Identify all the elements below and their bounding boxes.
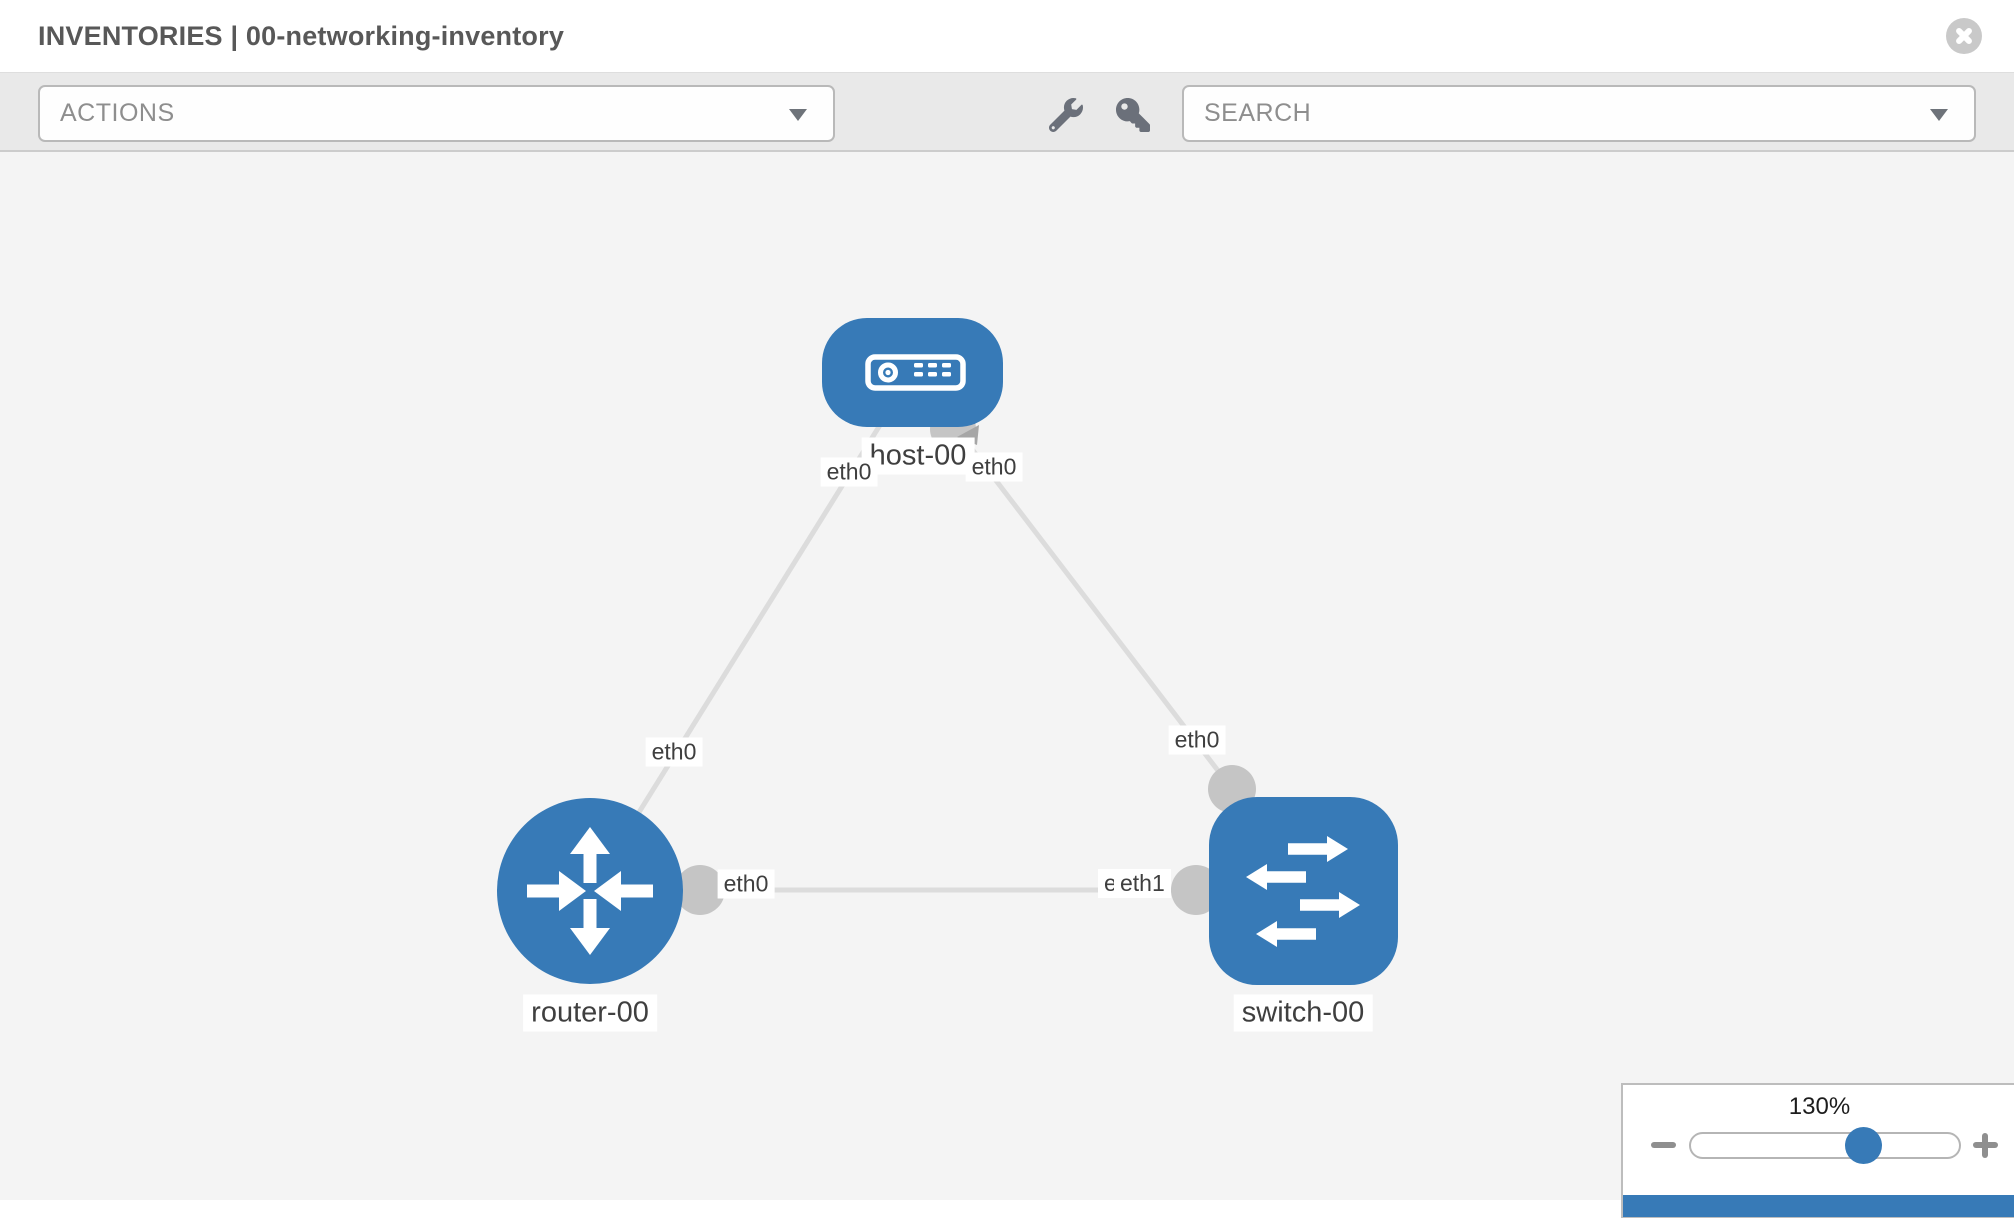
toolbar: ACTIONS SEARCH [0,72,2014,152]
zoom-level-value: 130% [1788,1093,1851,1120]
search-dropdown-label: SEARCH [1204,99,1312,127]
node-router-00[interactable] [497,798,683,984]
if-label-host-eth0-right: eth0 [965,452,1023,482]
host-icon [865,354,966,391]
x-circle-icon[interactable] [1946,18,1982,54]
key-icon[interactable] [1111,93,1155,137]
zoom-panel: 130% [1621,1083,2014,1218]
zoom-panel-footer [1623,1195,2014,1217]
node-label-router: router-00 [523,994,657,1032]
port-switch-left[interactable] [1171,865,1221,915]
minus-icon[interactable] [1645,1127,1681,1163]
if-label-router-top-eth0: eth0 [645,737,703,767]
if-label-switch-top-eth0: eth0 [1168,725,1226,755]
breadcrumb-header: INVENTORIES | 00-networking-inventory [0,0,2014,72]
plus-bar-v [1982,1133,1988,1158]
router-icon [527,827,653,955]
topology-canvas[interactable]: host-00 router-00 switch-00 eth0 eth0 et… [0,152,2014,1200]
chevron-down-icon [789,108,807,121]
minus-bar [1651,1142,1676,1148]
interface-ports [675,406,1256,915]
wrench-icon[interactable] [1044,93,1088,137]
if-label-host-eth0-left: eth0 [820,457,878,487]
zoom-slider-track[interactable] [1689,1132,1961,1159]
port-router-right[interactable] [675,865,725,915]
chevron-down-icon [1930,108,1948,121]
page-title: INVENTORIES | 00-networking-inventory [38,21,565,51]
node-host-00[interactable] [822,318,1003,427]
if-label-router-right-eth0: eth0 [717,869,775,899]
zoom-slider-knob[interactable] [1845,1127,1882,1164]
wrench-icon-glyph [1049,98,1083,132]
plus-icon[interactable] [1967,1127,2003,1163]
key-icon-glyph [1116,98,1150,132]
actions-dropdown-label: ACTIONS [60,99,175,127]
node-switch-00[interactable] [1209,797,1398,985]
node-label-host: host-00 [861,437,975,475]
node-label-switch: switch-00 [1233,994,1373,1032]
actions-dropdown[interactable]: ACTIONS [38,85,835,142]
switch-icon [1246,836,1360,947]
search-dropdown[interactable]: SEARCH [1182,85,1976,142]
if-label-switch-left-eth1: eth1 [1114,869,1171,898]
